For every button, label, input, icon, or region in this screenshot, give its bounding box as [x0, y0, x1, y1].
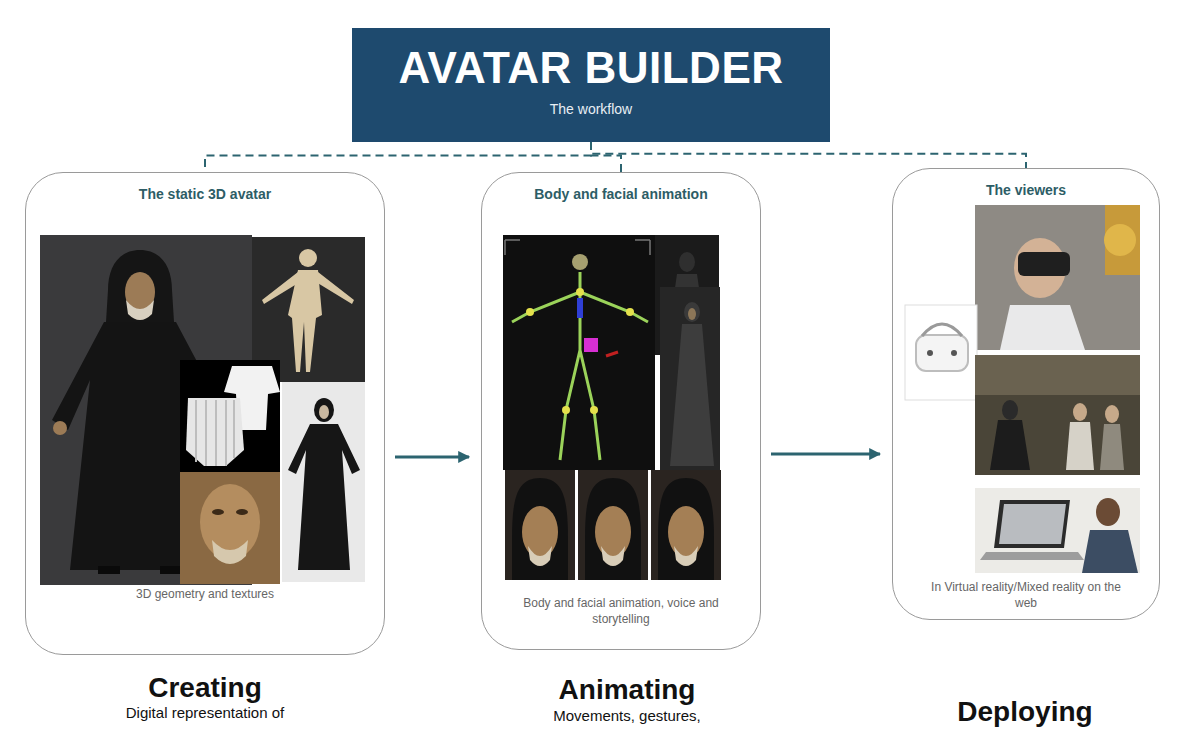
stage-panel: The static 3D avatar 3D geometry and text…	[25, 172, 385, 655]
face-texture	[180, 472, 280, 584]
dashed-connector	[591, 142, 1026, 168]
stage-panel: Body and facial animationBody and facial…	[481, 172, 761, 650]
laptop-photo	[975, 488, 1140, 573]
title-box: AVATAR BUILDER The workflow	[352, 28, 830, 142]
garment-pieces	[180, 360, 280, 472]
dashed-connector	[205, 142, 591, 172]
mr-scene-photo	[975, 355, 1140, 475]
vr-headset	[905, 305, 977, 400]
stage-description: Digital representation of	[126, 704, 284, 722]
node-caption: In Virtual reality/Mixed reality on the …	[923, 579, 1129, 611]
stage-name: Deploying	[957, 696, 1092, 728]
stage-name: Animating	[559, 674, 696, 706]
node-heading: The static 3D avatar	[135, 185, 275, 203]
node-caption: The workflow	[550, 100, 632, 118]
flow-arrow	[771, 453, 880, 456]
animated-poses	[655, 235, 720, 470]
vr-user-photo	[975, 205, 1140, 350]
stage-description: Movements, gestures,	[553, 707, 701, 725]
facial-expressions	[505, 470, 721, 580]
node-heading: The viewers	[982, 181, 1070, 199]
node-heading: AVATAR BUILDER	[398, 42, 783, 94]
stage-panel: The viewers In Virtual reality/Mixed real…	[892, 168, 1160, 620]
node-caption: Body and facial animation, voice and sto…	[518, 595, 724, 627]
dashed-connector	[591, 142, 621, 172]
stage-name: Creating	[148, 672, 262, 704]
node-heading: Body and facial animation	[530, 185, 711, 203]
monk-front-view	[282, 382, 365, 582]
node-caption: 3D geometry and textures	[133, 586, 277, 602]
flow-arrow	[395, 455, 469, 458]
skeleton-rig	[503, 235, 655, 470]
